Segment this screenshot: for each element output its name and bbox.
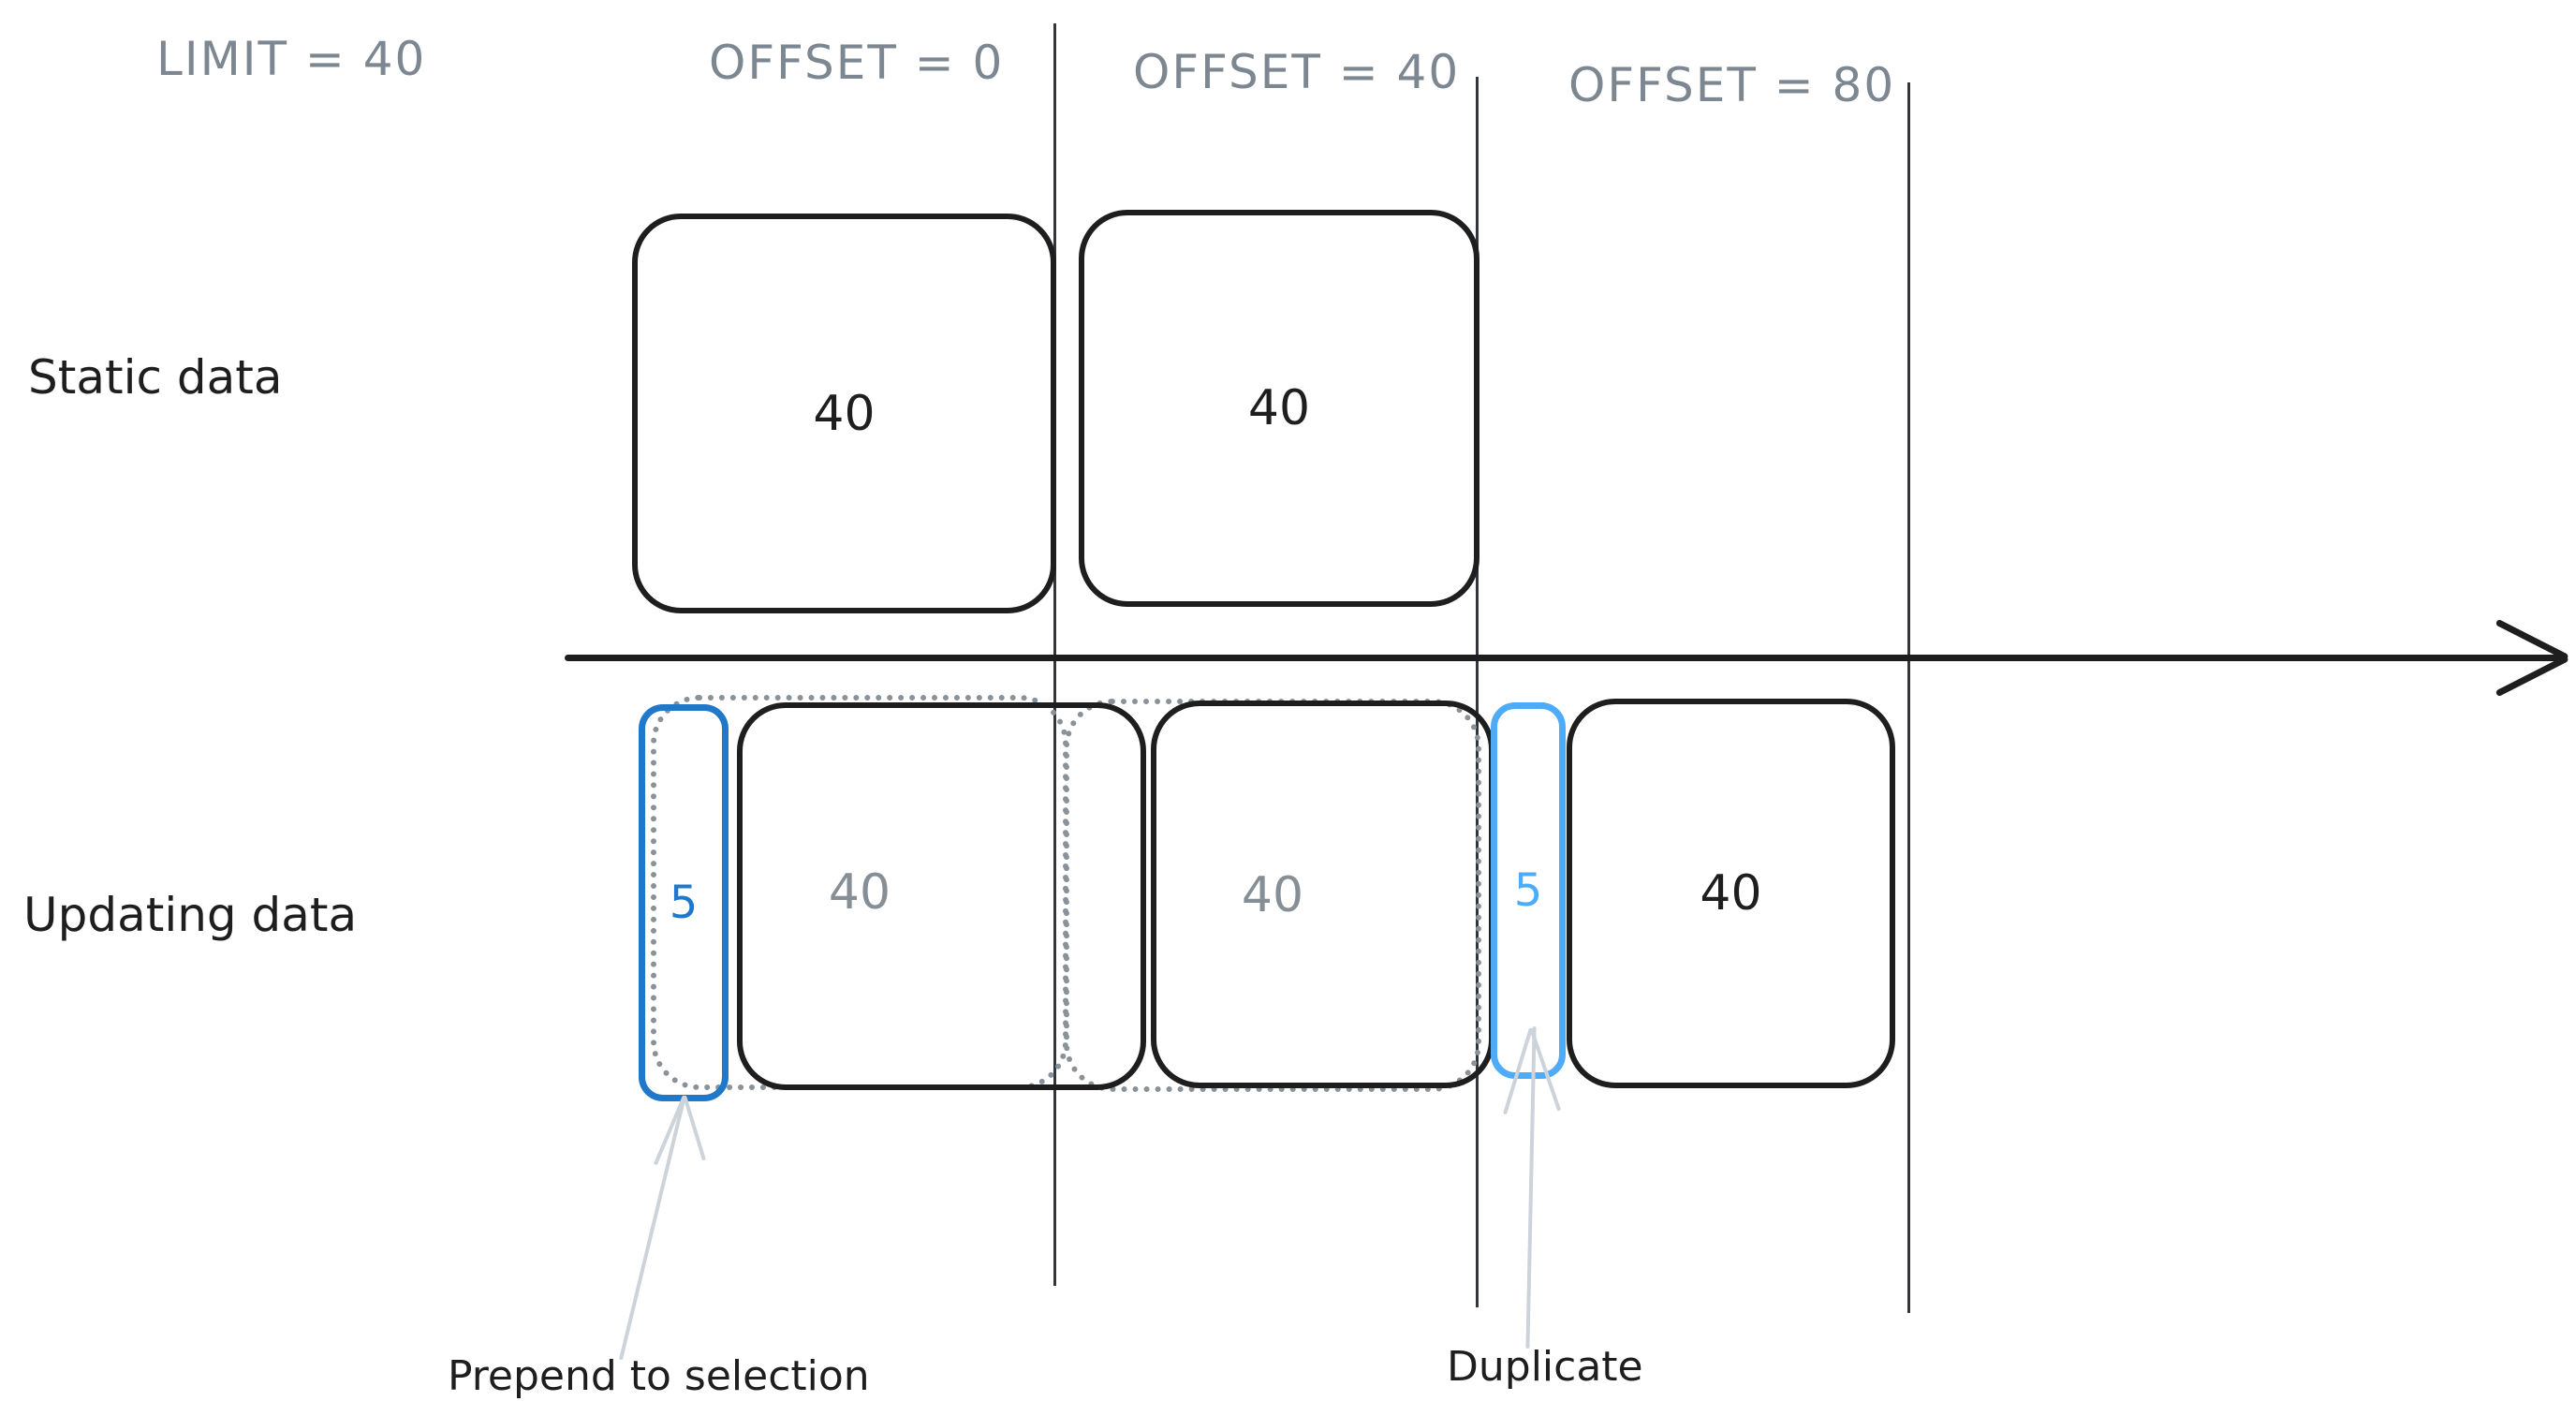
static-page-count-2: 40 <box>1247 380 1311 436</box>
updating-page-count-3: 40 <box>1700 865 1762 922</box>
duplicated-items-box: 5 <box>1491 702 1566 1079</box>
prepended-items-box: 5 <box>639 704 729 1101</box>
annotation-prepend: Prepend to selection <box>448 1352 870 1400</box>
header-limit: LIMIT = 40 <box>156 32 427 86</box>
prepend-arrow-wing-right <box>683 1095 706 1161</box>
row-label-static: Static data <box>28 350 283 405</box>
header-offset-80: OFFSET = 80 <box>1568 58 1896 112</box>
static-page-box-offset-0: 40 <box>632 214 1056 613</box>
prepend-arrow-shaft <box>618 1095 687 1361</box>
timeline-arrowhead-lower <box>2495 655 2569 698</box>
header-offset-0: OFFSET = 0 <box>709 36 1005 90</box>
row-label-updating: Updating data <box>23 888 358 942</box>
timeline-axis-line <box>565 655 2568 661</box>
updating-page-box-3: 40 <box>1567 699 1895 1088</box>
updating-page-box-1 <box>737 702 1146 1090</box>
static-page-count-1: 40 <box>813 385 876 442</box>
updating-page-box-2 <box>1151 701 1494 1088</box>
ghost-window-count-2: 40 <box>1241 867 1304 923</box>
separator-line-2 <box>1476 77 1479 1307</box>
annotation-duplicate: Duplicate <box>1447 1343 1643 1391</box>
duplicated-items-count: 5 <box>1513 864 1543 917</box>
prepended-items-count: 5 <box>669 877 699 929</box>
header-offset-40: OFFSET = 40 <box>1133 45 1461 99</box>
ghost-window-count-1: 40 <box>828 864 891 921</box>
static-page-box-offset-40: 40 <box>1079 210 1479 607</box>
separator-line-3 <box>1907 82 1910 1313</box>
